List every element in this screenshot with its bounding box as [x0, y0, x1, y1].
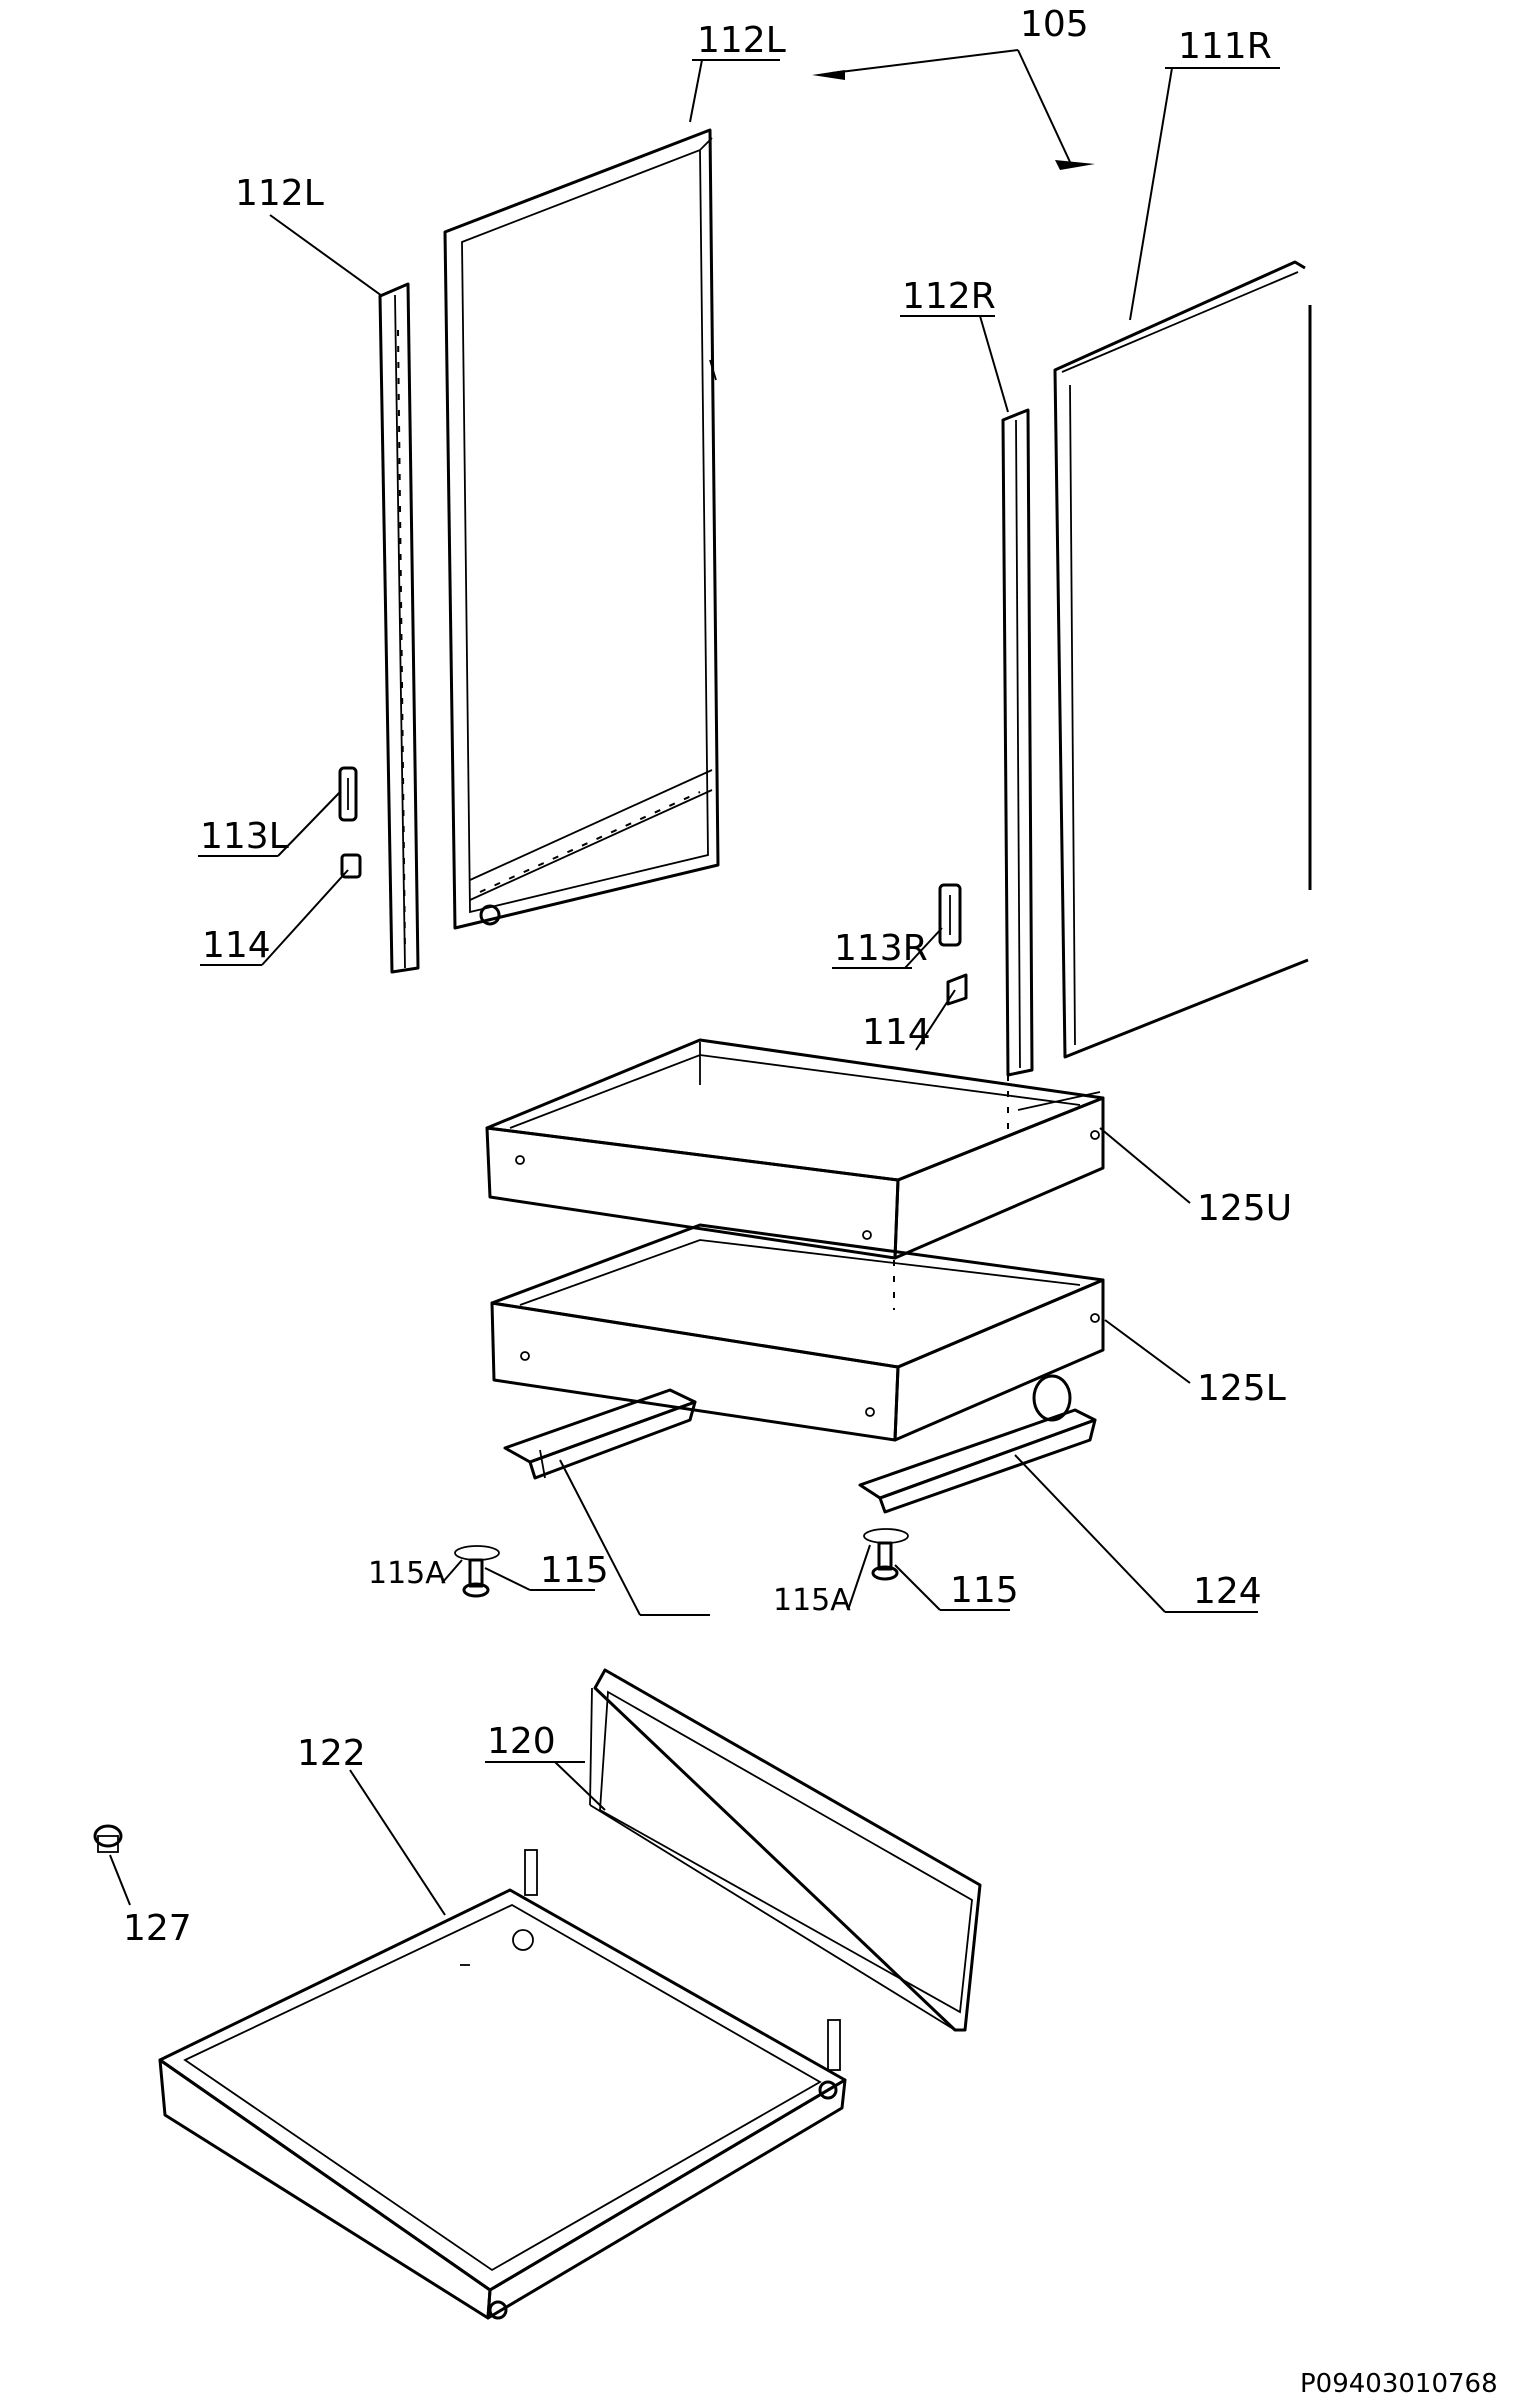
box-125l [490, 1223, 1105, 1442]
clip-114-right [946, 973, 968, 1006]
label-111r: 111R [1178, 26, 1272, 67]
document-id: P09403010768 [1300, 2369, 1498, 2399]
knob-127 [93, 1824, 123, 1853]
label-113l: 113L [200, 816, 289, 857]
foot-115-right [863, 1528, 909, 1581]
label-125u: 125U [1197, 1188, 1292, 1229]
bracket-113r [938, 883, 962, 947]
label-125l: 125L [1197, 1368, 1286, 1409]
box-125u [485, 1038, 1105, 1260]
leader-lines [109, 49, 1280, 1916]
part-labels: 105 111R 112L 112L 112R 113L 113R 114 11… [123, 4, 1498, 2399]
plate-120 [589, 1668, 982, 2032]
foot-115-left [454, 1545, 500, 1598]
side-panel-frame-left [443, 128, 720, 930]
label-112l-left: 112L [235, 173, 324, 214]
label-115-right: 115 [950, 1570, 1019, 1611]
bracket-113l [338, 766, 358, 822]
label-112l-top: 112L [697, 20, 786, 61]
tray-122 [158, 1849, 847, 2320]
label-127: 127 [123, 1908, 192, 1949]
runner-124 [858, 1374, 1097, 1514]
label-112r: 112R [902, 276, 996, 317]
label-105: 105 [1020, 4, 1089, 45]
rail-112l [378, 282, 420, 974]
rail-112r [1001, 408, 1034, 1077]
label-115a-right: 115A [773, 1583, 851, 1618]
runner-left [503, 1388, 697, 1480]
clip-114-left [340, 853, 362, 879]
side-panel-111r [1053, 260, 1312, 1059]
label-115-left: 115 [540, 1550, 609, 1591]
label-122: 122 [297, 1733, 366, 1774]
arrow-105-right [1055, 160, 1095, 170]
label-113r: 113R [834, 928, 928, 969]
label-114-right: 114 [862, 1012, 931, 1053]
label-124: 124 [1193, 1571, 1262, 1612]
label-114-left: 114 [202, 925, 271, 966]
label-115a-left: 115A [368, 1556, 446, 1591]
label-120: 120 [487, 1721, 556, 1762]
